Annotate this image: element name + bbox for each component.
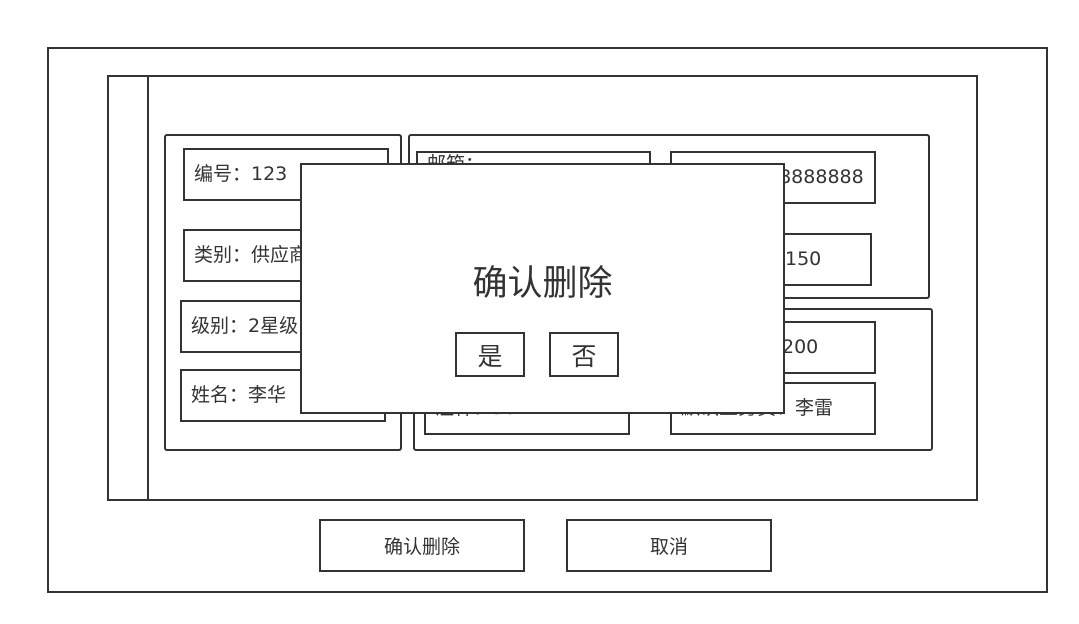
dialog-title: 确认删除 (472, 264, 613, 304)
dialog-no-button[interactable]: 否 (549, 332, 619, 377)
cancel-button[interactable]: 取消 (566, 519, 772, 572)
dialog-yes-button[interactable]: 是 (455, 332, 525, 377)
sidebar-divider (147, 76, 149, 500)
content-panel (107, 75, 978, 501)
window-frame (47, 47, 1048, 593)
confirm-delete-dialog (300, 163, 785, 414)
confirm-delete-button[interactable]: 确认删除 (319, 519, 525, 572)
